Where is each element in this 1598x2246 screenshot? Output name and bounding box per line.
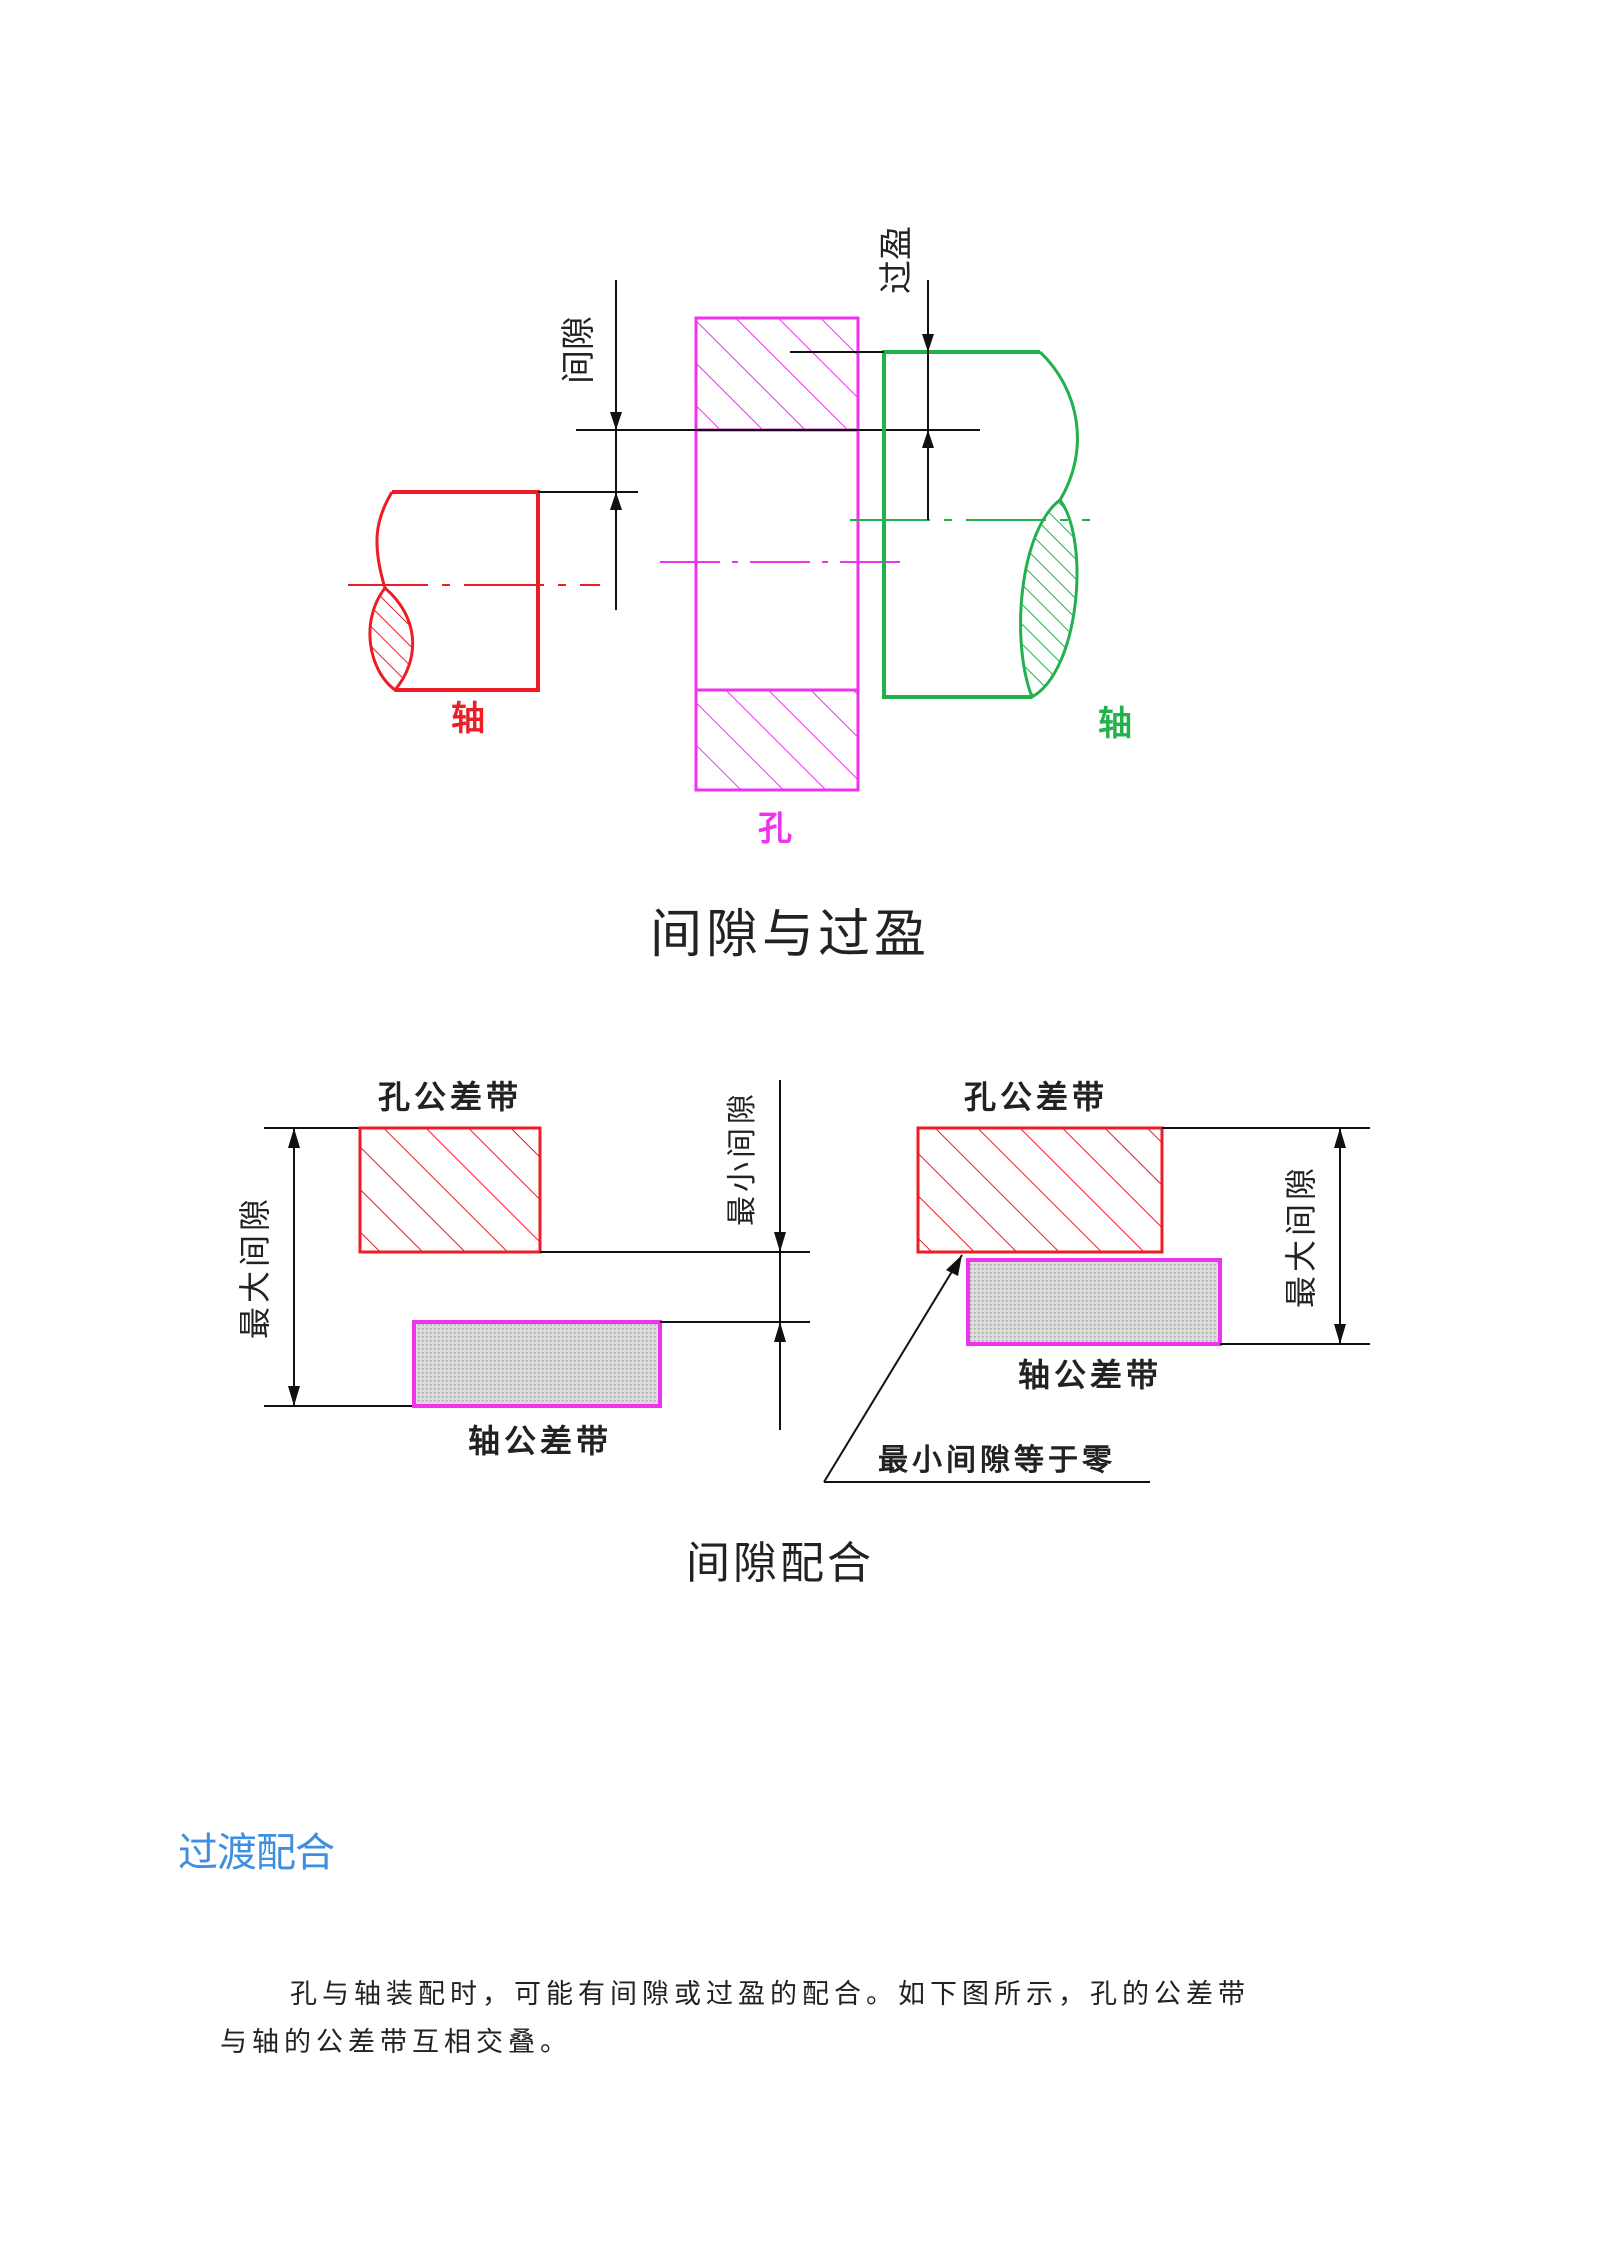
section-heading: 过渡配合 xyxy=(178,1830,335,1876)
right-shaft-band-label: 轴公差带 xyxy=(1018,1356,1162,1394)
left-shaft xyxy=(348,490,600,693)
left-shaft-band-label: 轴公差带 xyxy=(468,1422,612,1460)
left-max-clearance-label: 最大间隙 xyxy=(236,1195,274,1339)
interference-label: 过盈 xyxy=(877,226,917,294)
left-fit-diagram xyxy=(264,1080,810,1430)
right-shaft xyxy=(850,350,1090,700)
clearance-label: 间隙 xyxy=(559,316,599,384)
interference-dimension xyxy=(922,280,934,520)
hole-part xyxy=(694,316,860,792)
right-max-clearance-label: 最大间隙 xyxy=(1282,1164,1320,1308)
clearance-interference-figure: 间隙 过盈 轴 孔 轴 间隙与过盈 xyxy=(348,226,1132,965)
hole-label: 孔 xyxy=(758,809,792,849)
right-shaft-label: 轴 xyxy=(1098,704,1132,744)
left-shaft-label: 轴 xyxy=(451,699,485,739)
figure2-caption: 间隙配合 xyxy=(686,1538,874,1589)
right-fit-diagram xyxy=(823,1126,1370,1483)
min-clearance-zero-label: 最小间隙等于零 xyxy=(878,1443,1116,1478)
left-min-clearance-label: 最小间隙 xyxy=(725,1090,760,1226)
clearance-fit-figure: 孔公差带 轴公差带 最大间隙 最小间隙 孔公差带 轴公差带 最大间隙 最小间隙等… xyxy=(236,1078,1370,1589)
right-hole-band-label: 孔公差带 xyxy=(964,1078,1108,1116)
figure1-caption: 间隙与过盈 xyxy=(650,905,930,965)
section-paragraph: 孔与轴装配时，可能有间隙或过盈的配合。如下图所示，孔的公差带与轴的公差带互相交叠… xyxy=(220,1979,1250,2058)
clearance-dimension xyxy=(610,280,622,610)
left-hole-band-label: 孔公差带 xyxy=(378,1078,522,1116)
